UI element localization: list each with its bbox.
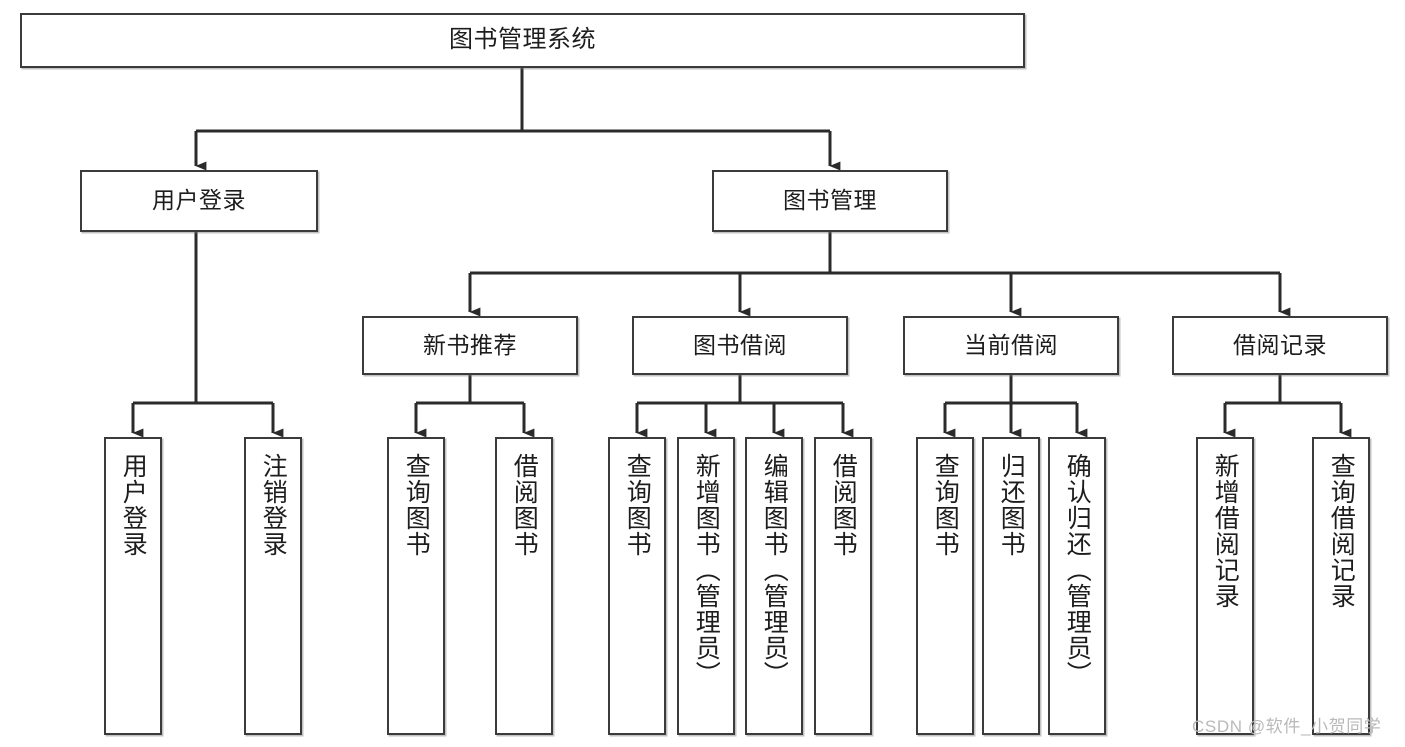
node-label: 查询图书 — [623, 453, 652, 557]
leaf-record-query-record[interactable]: 查询借阅记录 — [1312, 437, 1370, 735]
node-current-borrow[interactable]: 当前借阅 — [903, 316, 1119, 375]
node-label: 新增图书（管理员） — [692, 453, 721, 687]
node-label: 归还图书 — [997, 453, 1026, 557]
leaf-borrow-add-book-admin[interactable]: 新增图书（管理员） — [677, 437, 735, 735]
leaf-borrow-query-book[interactable]: 查询图书 — [608, 437, 666, 735]
node-label: 借阅记录 — [1233, 331, 1327, 358]
node-new-book-recommend[interactable]: 新书推荐 — [362, 316, 578, 375]
leaf-recommend-borrow-book[interactable]: 借阅图书 — [495, 437, 553, 735]
leaf-borrow-borrow-book[interactable]: 借阅图书 — [814, 437, 872, 735]
watermark-text: CSDN @软件_小贺同学 — [1192, 717, 1382, 736]
leaf-borrow-edit-book-admin[interactable]: 编辑图书（管理员） — [745, 437, 803, 735]
node-label: 借阅图书 — [510, 453, 539, 557]
node-label: 查询借阅记录 — [1327, 453, 1356, 609]
node-label: 注销登录 — [259, 453, 288, 557]
node-label: 借阅图书 — [829, 453, 858, 557]
node-user-login[interactable]: 用户登录 — [80, 170, 318, 232]
node-borrow-record[interactable]: 借阅记录 — [1172, 316, 1388, 375]
leaf-current-confirm-return-admin[interactable]: 确认归还（管理员） — [1048, 437, 1106, 735]
node-label: 当前借阅 — [964, 331, 1058, 358]
node-label: 确认归还（管理员） — [1063, 453, 1092, 687]
node-root-system[interactable]: 图书管理系统 — [20, 13, 1025, 68]
leaf-current-query-book[interactable]: 查询图书 — [916, 437, 974, 735]
leaf-user-login-signin[interactable]: 用户登录 — [104, 437, 162, 735]
node-label: 图书管理系统 — [449, 26, 596, 54]
node-label: 用户登录 — [119, 453, 148, 557]
node-label: 新增借阅记录 — [1211, 453, 1240, 609]
node-label: 用户登录 — [152, 187, 246, 214]
node-label: 查询图书 — [931, 453, 960, 557]
leaf-user-login-signout[interactable]: 注销登录 — [244, 437, 302, 735]
node-book-borrow[interactable]: 图书借阅 — [632, 316, 848, 375]
node-label: 查询图书 — [402, 453, 431, 557]
leaf-current-return-book[interactable]: 归还图书 — [982, 437, 1040, 735]
leaf-record-add-record[interactable]: 新增借阅记录 — [1196, 437, 1254, 735]
node-label: 图书借阅 — [693, 331, 787, 358]
node-book-management[interactable]: 图书管理 — [712, 170, 948, 232]
node-label: 图书管理 — [783, 187, 877, 214]
leaf-recommend-query-book[interactable]: 查询图书 — [387, 437, 445, 735]
node-label: 编辑图书（管理员） — [760, 453, 789, 687]
node-label: 新书推荐 — [423, 331, 517, 358]
